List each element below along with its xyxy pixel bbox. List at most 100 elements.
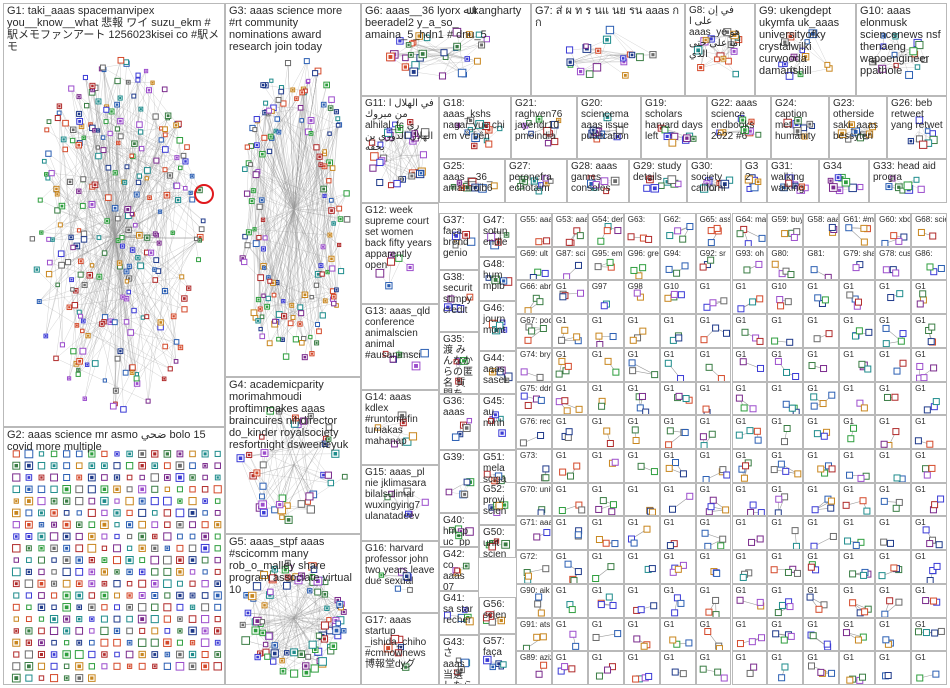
node[interactable] [63,462,71,470]
node[interactable] [62,119,69,127]
node[interactable] [76,228,82,233]
node[interactable] [783,368,791,376]
node[interactable] [137,638,147,647]
node[interactable] [250,309,258,317]
node[interactable] [747,539,755,547]
node[interactable] [903,181,913,191]
node[interactable] [881,610,889,617]
node[interactable] [125,496,134,506]
node[interactable] [114,592,120,599]
node[interactable] [806,593,814,601]
node[interactable] [341,473,348,480]
node[interactable] [69,137,76,144]
node[interactable] [265,295,271,302]
node[interactable] [163,615,171,623]
node[interactable] [318,657,327,666]
node[interactable] [151,485,159,493]
node[interactable] [628,367,636,375]
node[interactable] [336,205,343,212]
node[interactable] [606,440,614,448]
node[interactable] [37,485,46,494]
node[interactable] [189,521,196,529]
node[interactable] [892,269,900,277]
node[interactable] [95,152,102,160]
node[interactable] [649,602,657,610]
node[interactable] [749,501,757,509]
node[interactable] [175,661,185,671]
node[interactable] [132,222,138,228]
node[interactable] [799,47,805,54]
node[interactable] [136,173,143,179]
node[interactable] [648,508,656,516]
node[interactable] [138,579,147,588]
node[interactable] [153,257,160,263]
node[interactable] [740,404,748,412]
node[interactable] [144,176,149,181]
node[interactable] [919,290,927,298]
node[interactable] [845,136,852,143]
node[interactable] [173,339,180,345]
node[interactable] [101,533,108,540]
node[interactable] [214,509,221,516]
node[interactable] [267,278,273,284]
node[interactable] [259,333,266,340]
node[interactable] [88,521,96,529]
node[interactable] [890,564,898,572]
node[interactable] [63,474,71,481]
node[interactable] [926,440,934,448]
node[interactable] [858,360,866,368]
node[interactable] [828,465,836,473]
node[interactable] [853,542,861,550]
node[interactable] [685,492,693,500]
node[interactable] [811,505,819,513]
node[interactable] [551,137,559,146]
node[interactable] [164,521,171,528]
node[interactable] [51,639,57,646]
node[interactable] [757,508,765,516]
node[interactable] [328,197,334,203]
node[interactable] [559,293,567,301]
node[interactable] [740,474,748,482]
node[interactable] [162,126,168,132]
node[interactable] [62,146,69,153]
node[interactable] [671,459,679,467]
node[interactable] [916,362,924,370]
node[interactable] [755,131,762,138]
node[interactable] [101,604,108,611]
node[interactable] [709,184,716,191]
node[interactable] [493,508,501,516]
node[interactable] [71,302,79,309]
node[interactable] [520,368,528,376]
node[interactable] [665,464,673,472]
node[interactable] [11,567,21,577]
node[interactable] [528,327,536,335]
node[interactable] [785,569,793,577]
node[interactable] [117,56,125,64]
node[interactable] [891,393,899,401]
node[interactable] [46,259,53,266]
node[interactable] [113,544,121,553]
node[interactable] [112,556,122,565]
node[interactable] [899,187,906,194]
node[interactable] [114,355,121,362]
node[interactable] [131,307,137,314]
node[interactable] [882,265,890,273]
node[interactable] [135,179,142,186]
node[interactable] [297,104,304,111]
node[interactable] [865,328,873,336]
node[interactable] [574,568,582,576]
node[interactable] [282,353,290,360]
node[interactable] [80,230,88,237]
node[interactable] [404,131,412,139]
node[interactable] [882,340,890,347]
node[interactable] [681,429,689,437]
node[interactable] [827,504,835,512]
node[interactable] [420,128,430,137]
node[interactable] [668,505,676,513]
node[interactable] [241,258,248,266]
node[interactable] [786,602,794,610]
node[interactable] [814,294,822,302]
node[interactable] [163,532,172,541]
node[interactable] [395,254,403,262]
node[interactable] [126,509,133,517]
